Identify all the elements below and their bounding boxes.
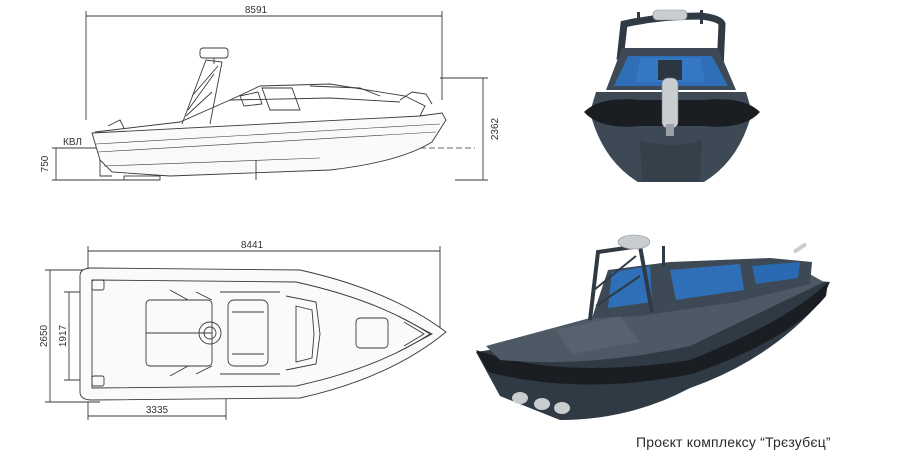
side-elevation-view bbox=[52, 11, 488, 181]
front-render bbox=[584, 9, 760, 182]
plan-view bbox=[45, 246, 447, 420]
height-label: 2362 bbox=[490, 117, 501, 140]
cockpit-length-label: 3335 bbox=[146, 405, 169, 416]
overall-length-label: 8591 bbox=[245, 5, 268, 16]
perspective-render bbox=[476, 234, 830, 420]
draft-label: 750 bbox=[40, 155, 51, 172]
inner-beam-label: 1917 bbox=[58, 324, 69, 347]
waterline-label: КВЛ bbox=[63, 137, 82, 148]
project-caption: Проєкт комплексу “Трєзубєц” bbox=[636, 434, 831, 450]
hull-length-label: 8441 bbox=[241, 240, 264, 251]
beam-label: 2650 bbox=[39, 324, 50, 347]
